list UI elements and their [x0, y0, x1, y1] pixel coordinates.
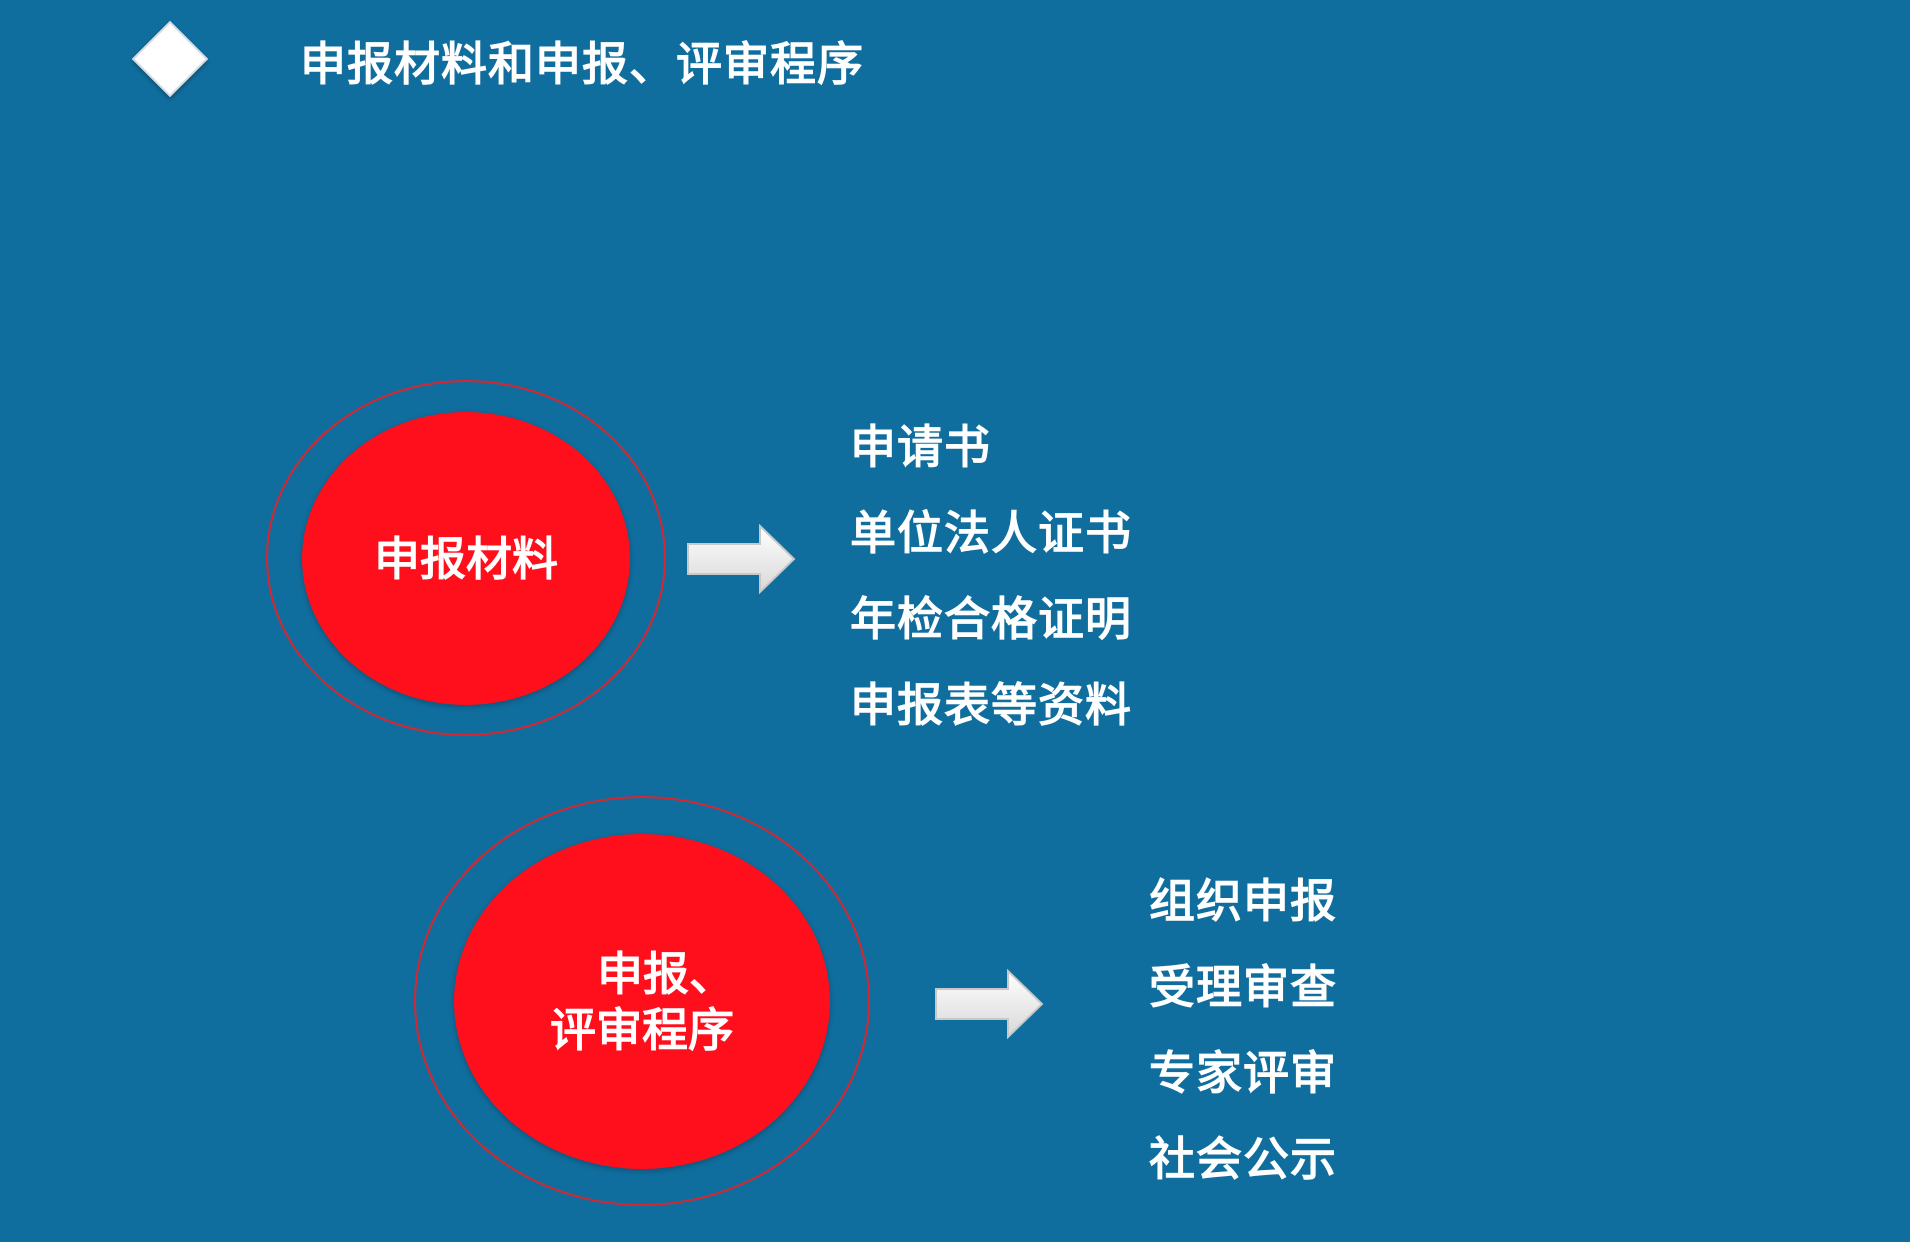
materials-list: 申请书 单位法人证书 年检合格证明 申报表等资料 [850, 404, 1132, 748]
procedure-label-line1: 申报、 [597, 946, 735, 1001]
list-item: 组织申报 [1149, 874, 1337, 928]
list-item: 单位法人证书 [850, 506, 1132, 560]
procedure-list: 组织申报 受理审查 专家评审 社会公示 [1149, 858, 1337, 1202]
outer-ring-materials [266, 380, 666, 736]
right-arrow-icon [687, 524, 796, 594]
diamond-icon [131, 20, 209, 98]
materials-circle-label: 申报材料 [374, 531, 558, 586]
list-item: 专家评审 [1149, 1046, 1337, 1100]
list-item: 申请书 [850, 420, 991, 474]
procedure-label-line2: 评审程序 [550, 1002, 734, 1057]
list-item: 受理审查 [1149, 960, 1337, 1014]
page-title: 申报材料和申报、评审程序 [300, 37, 864, 91]
list-item: 社会公示 [1149, 1132, 1337, 1186]
list-item: 年检合格证明 [850, 592, 1132, 646]
list-item: 申报表等资料 [850, 678, 1132, 732]
procedure-circle-label: 申报、 评审程序 [549, 946, 735, 1058]
outer-ring-procedure [414, 796, 870, 1206]
procedure-circle: 申报、 评审程序 [454, 834, 830, 1169]
right-arrow-icon [935, 969, 1044, 1039]
materials-circle: 申报材料 [302, 412, 630, 705]
